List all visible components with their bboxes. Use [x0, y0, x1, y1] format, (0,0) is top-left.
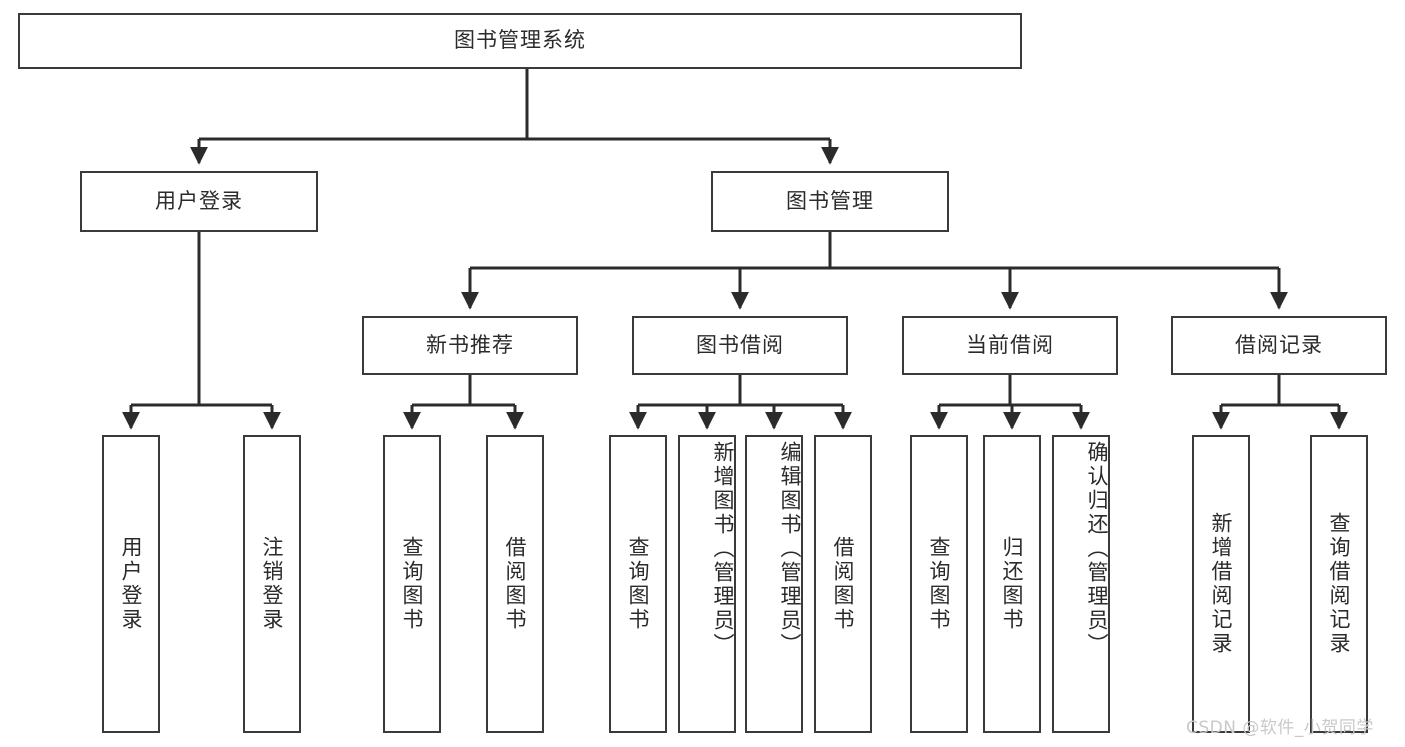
node-book-borrow[interactable]: 图书借阅	[632, 316, 848, 375]
node-leaf-logout-label: 注销登录	[260, 536, 285, 632]
node-borrow-record[interactable]: 借阅记录	[1171, 316, 1387, 375]
node-leaf-confirm-return-label: 确认归还（管理员）	[1085, 441, 1109, 657]
node-leaf-borrow-book-2-label: 借阅图书	[831, 536, 856, 632]
node-leaf-add-record[interactable]: 新增借阅记录	[1192, 435, 1250, 733]
node-book-manage-label: 图书管理	[786, 188, 874, 213]
node-user-login[interactable]: 用户登录	[80, 171, 318, 232]
node-leaf-return-book-label: 归还图书	[1000, 536, 1025, 632]
node-leaf-query-book-1-label: 查询图书	[400, 536, 425, 632]
node-leaf-query-book-3-label: 查询图书	[927, 536, 952, 632]
node-leaf-query-book-2[interactable]: 查询图书	[609, 435, 667, 733]
node-leaf-query-record[interactable]: 查询借阅记录	[1310, 435, 1368, 733]
node-leaf-user-login[interactable]: 用户登录	[102, 435, 160, 733]
node-leaf-query-book-3[interactable]: 查询图书	[910, 435, 968, 733]
node-leaf-edit-book-label: 编辑图书（管理员）	[778, 441, 802, 657]
node-leaf-confirm-return[interactable]: 确认归还（管理员）	[1052, 435, 1110, 733]
node-leaf-logout[interactable]: 注销登录	[243, 435, 301, 733]
node-leaf-query-record-label: 查询借阅记录	[1327, 512, 1352, 656]
node-leaf-query-book-1[interactable]: 查询图书	[383, 435, 441, 733]
node-leaf-edit-book[interactable]: 编辑图书（管理员）	[745, 435, 803, 733]
node-leaf-borrow-book-2[interactable]: 借阅图书	[814, 435, 872, 733]
watermark: CSDN @软件_小贺同学	[1186, 718, 1374, 738]
node-root[interactable]: 图书管理系统	[18, 13, 1022, 69]
node-current-borrow[interactable]: 当前借阅	[902, 316, 1118, 375]
node-leaf-add-record-label: 新增借阅记录	[1209, 512, 1234, 656]
node-new-book-rec-label: 新书推荐	[426, 332, 514, 357]
node-leaf-query-book-2-label: 查询图书	[626, 536, 651, 632]
node-leaf-add-book-label: 新增图书（管理员）	[711, 441, 735, 657]
node-book-borrow-label: 图书借阅	[696, 332, 784, 357]
node-leaf-user-login-label: 用户登录	[119, 536, 144, 632]
node-book-manage[interactable]: 图书管理	[711, 171, 949, 232]
node-current-borrow-label: 当前借阅	[966, 332, 1054, 357]
node-root-label: 图书管理系统	[454, 28, 586, 53]
node-leaf-add-book[interactable]: 新增图书（管理员）	[678, 435, 736, 733]
node-leaf-borrow-book-1-label: 借阅图书	[503, 536, 528, 632]
node-leaf-borrow-book-1[interactable]: 借阅图书	[486, 435, 544, 733]
node-leaf-return-book[interactable]: 归还图书	[983, 435, 1041, 733]
node-new-book-rec[interactable]: 新书推荐	[362, 316, 578, 375]
node-user-login-label: 用户登录	[155, 188, 243, 213]
node-borrow-record-label: 借阅记录	[1235, 332, 1323, 357]
